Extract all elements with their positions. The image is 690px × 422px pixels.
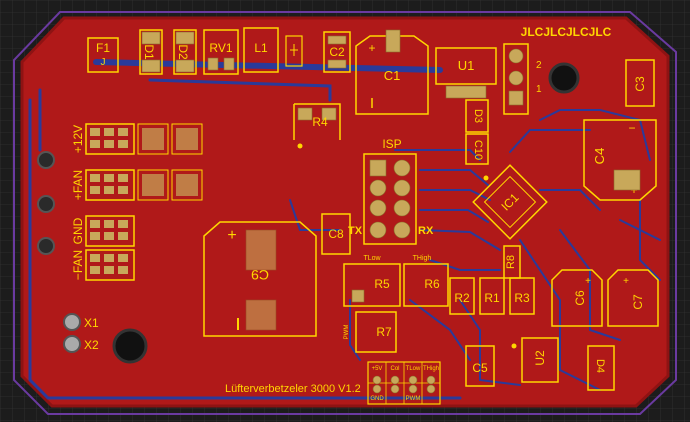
part-F1[interactable]: F1 J [87,37,119,73]
svg-text:C6: C6 [573,290,587,306]
svg-text:+: + [227,227,236,244]
svg-text:F1: F1 [96,41,110,55]
svg-text:R6: R6 [424,277,440,291]
svg-text:TX: TX [348,225,363,237]
svg-text:C7: C7 [631,294,645,310]
svg-text:+: + [368,41,375,55]
label-12v: +12V [71,125,85,153]
svg-text:R8: R8 [505,255,517,269]
svg-text:C8: C8 [328,227,344,241]
part-C4[interactable]: C4 − + [583,119,657,201]
svg-text:C10: C10 [472,140,484,160]
part-D4[interactable]: D4 [587,345,615,391]
io-header[interactable]: +5V Col TLow THigh GND PWM [367,361,441,405]
svg-text:U2: U2 [533,350,547,366]
svg-text:J: J [101,57,106,68]
svg-text:GND: GND [370,396,384,402]
part-L1[interactable]: L1 [243,27,279,73]
svg-text:L1: L1 [254,41,268,55]
part-D2[interactable]: D2 [173,29,197,75]
isp-header[interactable]: ISP TX RX [348,137,434,245]
part-C3[interactable]: C3 [625,59,655,107]
edge-screw-holes [37,151,55,255]
test-pad-x1[interactable]: X1 [63,313,99,331]
mounting-hole-top-right [548,62,580,94]
part-C8[interactable]: C8 [321,213,351,255]
part-D1[interactable]: D1 [139,29,163,75]
part-RV1[interactable]: RV1 [203,29,239,75]
part-C9[interactable]: C9 + [203,221,317,337]
label-thigh: THigh [413,255,432,262]
svg-text:+: + [585,276,591,287]
part-diode-small [285,35,303,67]
svg-text:PWM: PWM [344,325,350,340]
copper-pour [20,16,670,408]
part-R5[interactable]: R5 [343,263,401,307]
svg-text:R4: R4 [312,115,328,129]
part-R2[interactable]: R2 [449,277,475,315]
svg-text:C5: C5 [472,361,488,375]
label-plus-fan: +FAN [71,170,85,200]
svg-text:R5: R5 [374,277,390,291]
svg-text:D3: D3 [472,109,484,123]
svg-text:C1: C1 [384,68,401,83]
part-U1[interactable]: U1 [435,47,497,99]
svg-text:R1: R1 [484,291,500,305]
part-C5[interactable]: C5 [465,345,495,387]
board-outline [13,11,677,415]
svg-text:TLow: TLow [406,366,421,372]
svg-text:C2: C2 [329,45,345,59]
part-C7[interactable]: C7 + [607,269,659,327]
label-tlow: TLow [363,255,381,262]
svg-text:PWM: PWM [406,396,421,402]
svg-text:X1: X1 [84,316,99,330]
part-C10[interactable]: C10 [465,133,489,165]
svg-text:X2: X2 [84,338,99,352]
part-R6[interactable]: R6 [403,263,449,307]
connector-block[interactable] [85,123,203,281]
svg-text:+: + [623,276,629,287]
u1-header[interactable]: 2 1 [503,43,542,115]
part-R4[interactable]: R4 [293,103,341,149]
label-gnd: GND [71,217,85,244]
mounting-hole-bottom-left [112,328,148,364]
svg-text:ISP: ISP [382,137,401,151]
svg-text:R7: R7 [376,325,392,339]
svg-text:Col: Col [390,366,399,372]
svg-text:1: 1 [536,84,542,95]
test-pad-x2[interactable]: X2 [63,335,99,353]
svg-text:RV1: RV1 [209,41,232,55]
part-R7[interactable]: R7 PWM [344,311,397,353]
svg-text:D4: D4 [594,359,606,373]
part-C6[interactable]: C6 + [551,269,603,327]
svg-text:R3: R3 [514,291,530,305]
svg-text:U1: U1 [458,58,475,73]
label-minus-fan: −FAN [71,250,85,280]
svg-text:C3: C3 [633,76,647,92]
svg-text:THigh: THigh [423,366,439,372]
board-title: Lüfterverbetzeler 3000 V1.2 [225,383,361,395]
svg-text:D1: D1 [142,44,156,60]
svg-text:C9: C9 [251,267,269,283]
svg-text:C4: C4 [592,148,607,165]
svg-text:+5V: +5V [372,366,383,372]
part-U2[interactable]: U2 [511,337,559,383]
svg-text:RX: RX [418,225,434,237]
part-R3[interactable]: R3 [509,277,535,315]
svg-text:D2: D2 [176,44,190,60]
jlc-order-number: JLCJLCJLCJLC [521,25,612,39]
svg-text:−: − [628,121,635,135]
part-C2[interactable]: C2 [323,31,351,73]
part-D3[interactable]: D3 [465,99,489,133]
svg-text:R2: R2 [454,291,470,305]
part-C1[interactable]: C1 + [355,29,429,115]
svg-text:2: 2 [536,60,542,71]
part-R1[interactable]: R1 [479,277,505,315]
